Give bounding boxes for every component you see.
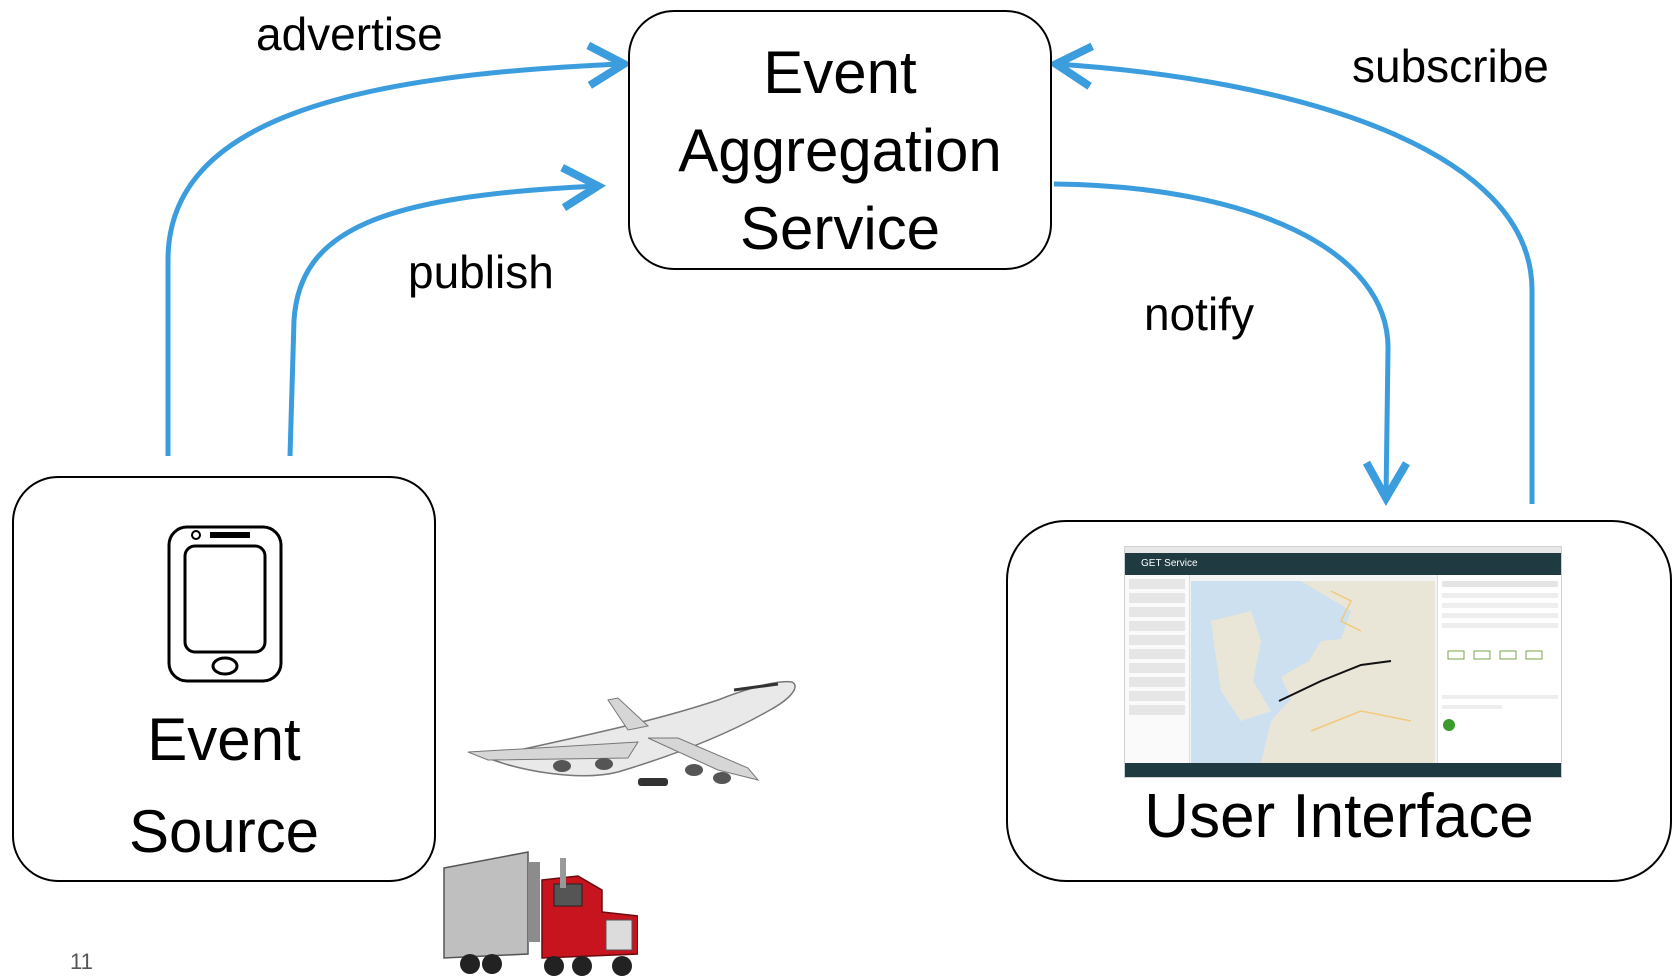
edge-label-publish: publish [408, 246, 554, 298]
app-header: GET Service [1125, 553, 1561, 575]
edge-label-subscribe: subscribe [1352, 40, 1549, 92]
status-indicator [1443, 719, 1455, 731]
app-screenshot: GET Service [1124, 546, 1562, 778]
map-view [1191, 581, 1435, 763]
node-title: Event Source [128, 706, 320, 865]
smartphone-icon [167, 525, 283, 683]
arrow-advertise [165, 41, 633, 456]
app-side-panel [1437, 575, 1561, 763]
edge-label-advertise: advertise [256, 8, 443, 60]
slide-number: 11 [70, 949, 93, 974]
truck-icon [443, 851, 638, 976]
edge-label-notify: notify [1144, 288, 1254, 340]
node-title: Event Aggregation Service [678, 39, 1002, 262]
app-sidebar [1125, 575, 1190, 763]
arrow-notify [1053, 181, 1410, 507]
app-footer [1125, 763, 1561, 777]
node-title: User Interface [1144, 782, 1534, 851]
arrow-publish [287, 164, 607, 457]
airplane-icon [467, 680, 796, 786]
node-event-aggregation-service: Event Aggregation Service [628, 10, 1052, 270]
arrow-subscribe [1047, 42, 1535, 504]
browser-bar [1125, 547, 1561, 553]
